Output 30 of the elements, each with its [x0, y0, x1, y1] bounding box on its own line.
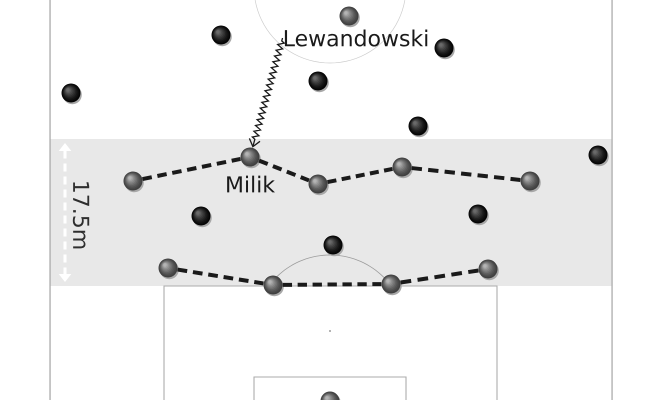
player-dot	[468, 204, 489, 226]
dashed-line	[282, 282, 382, 287]
player-dot	[212, 26, 232, 46]
player-dot	[308, 174, 329, 196]
dashed-line	[258, 158, 310, 182]
dashed-line	[411, 166, 521, 182]
player-dot	[124, 172, 144, 192]
dashed-line	[327, 166, 393, 184]
player-dot	[324, 236, 344, 256]
player-name: Milik	[227, 176, 275, 192]
player-dot	[588, 146, 609, 166]
player-dot	[382, 274, 402, 296]
dashed-line	[400, 268, 479, 284]
player-dot	[478, 260, 499, 280]
player-dot	[392, 158, 413, 178]
dashed-line	[177, 268, 264, 286]
player-dot	[340, 6, 360, 28]
player-dot	[62, 84, 82, 104]
player-dot	[434, 38, 455, 60]
zigzag-arrow	[248, 38, 286, 148]
player-dot	[308, 72, 329, 92]
player-dot	[264, 276, 284, 296]
player-dot	[520, 172, 541, 192]
dimension-label: 17.5m	[72, 182, 90, 248]
player-dot	[320, 392, 341, 400]
player-dot	[408, 116, 429, 138]
player-dot	[192, 206, 212, 228]
player-dot	[158, 258, 179, 280]
player-name: Lewandowski	[284, 30, 428, 47]
dashed-line	[142, 157, 241, 182]
